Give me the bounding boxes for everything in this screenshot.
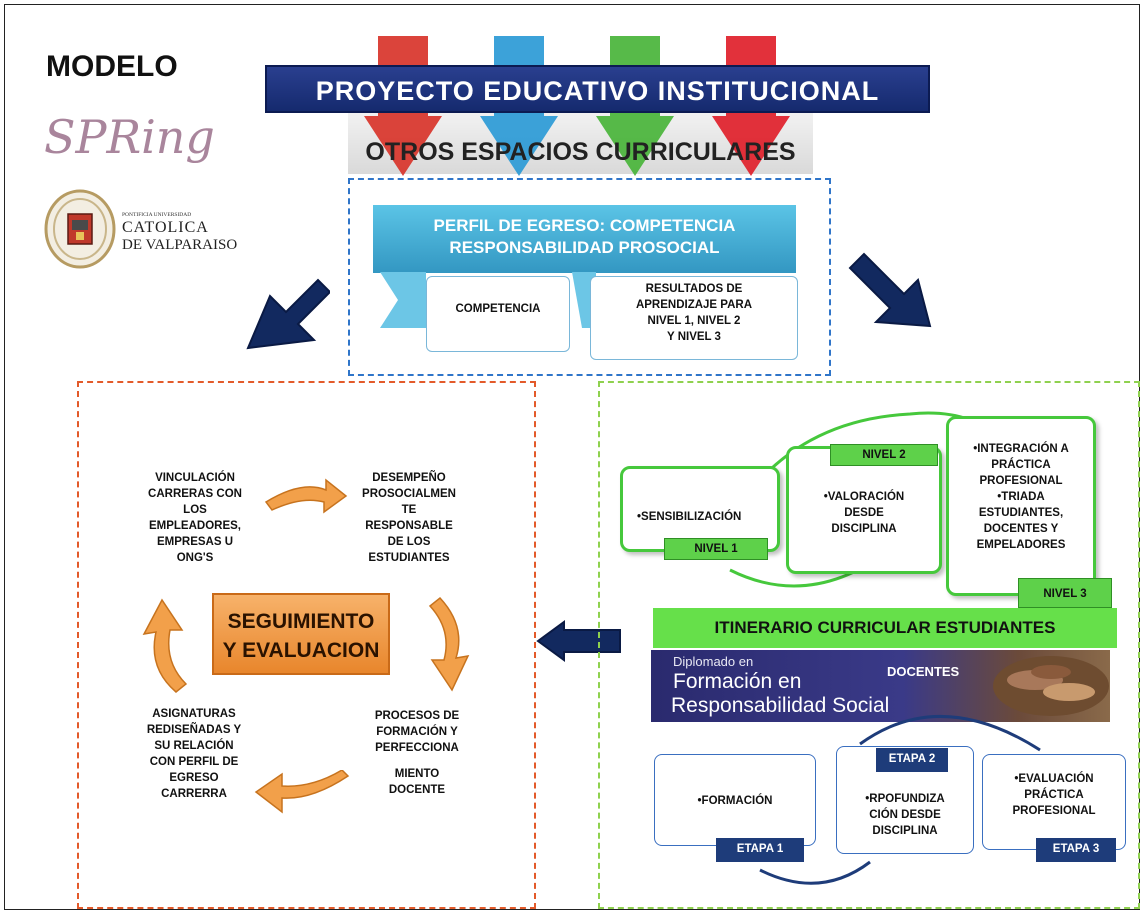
- valoracion-line: DESDE: [844, 507, 884, 519]
- pei-banner: PROYECTO EDUCATIVO INSTITUCIONAL: [265, 65, 930, 113]
- perfil-title-line2: RESPONSABILIDAD PROSOCIAL: [449, 238, 720, 257]
- competencia-card: COMPETENCIA: [426, 276, 570, 352]
- diplomado-banner: Diplomado en Formación en Responsabilida…: [651, 650, 1110, 722]
- cycle-text-line: RESPONSABLE: [365, 520, 453, 532]
- resultados-line: APRENDIZAJE PARA: [635, 299, 753, 311]
- cycle-text-line: EMPLEADORES,: [148, 520, 241, 532]
- seguimiento-box: [77, 381, 536, 909]
- docentes-label: DOCENTES: [887, 664, 960, 679]
- formacion-item-text: •FORMACIÓN: [697, 795, 773, 807]
- cycle-text-line: ESTUDIANTES: [368, 552, 450, 564]
- cycle-text-line: REDISEÑADAS Y: [146, 724, 242, 736]
- seguimiento-evaluacion-box: SEGUIMIENTO Y EVALUACION: [212, 593, 390, 675]
- resultados-line: NIVEL 1, NIVEL 2: [647, 315, 741, 327]
- cycle-text-line: CON PERFIL DE: [149, 756, 239, 768]
- evaluacion-line: PRÁCTICA: [1024, 789, 1084, 801]
- resultados-line: RESULTADOS DE: [645, 283, 743, 295]
- etapa2-tag: ETAPA 2: [876, 748, 948, 772]
- cycle-arrow-right-icon: [264, 478, 348, 514]
- cycle-text-line: VINCULACIÓN: [155, 472, 235, 484]
- cycle-text-line: EMPRESAS U: [156, 536, 234, 548]
- cycle-text-line: FORMACIÓN Y: [376, 726, 458, 738]
- cycle-text-line: EGRESO: [169, 772, 219, 784]
- cycle-text-line: PROCESOS DE: [374, 710, 460, 722]
- evaluacion-line: PROFESIONAL: [1012, 805, 1096, 817]
- hands-photo-icon: [993, 656, 1109, 716]
- itinerario-title: ITINERARIO CURRICULAR ESTUDIANTES: [653, 608, 1117, 648]
- arrow-down-left-icon: [246, 278, 330, 350]
- uni-line2: DE VALPARAISO: [122, 237, 238, 253]
- cycle-arrow-left-icon: [254, 770, 350, 814]
- cycle-asignaturas: ASIGNATURAS REDISEÑADAS Y SU RELACIÓN CO…: [126, 706, 262, 802]
- cycle-text-line: PERFECCIONA: [375, 742, 459, 754]
- integracion-line: PRÁCTICA: [991, 459, 1051, 471]
- itinerario-box: [598, 381, 1140, 909]
- perfil-title-line1: PERFIL DE EGRESO: COMPETENCIA: [433, 216, 736, 235]
- modelo-label: MODELO: [46, 50, 178, 83]
- integracion-line: ESTUDIANTES,: [978, 507, 1064, 519]
- evaluacion-line: •EVALUACIÓN: [1014, 773, 1094, 785]
- diplomado-label: Diplomado en: [673, 654, 754, 669]
- integracion-line: PROFESIONAL: [979, 475, 1063, 487]
- cycle-text-line: SU RELACIÓN: [154, 740, 234, 752]
- nivel2-tag: NIVEL 2: [830, 444, 938, 466]
- etapa3-card: •EVALUACIÓN PRÁCTICA PROFESIONAL: [982, 754, 1126, 850]
- cycle-text-line: CARRERAS CON: [148, 488, 242, 500]
- profundizacion-line: DISCIPLINA: [872, 825, 938, 837]
- sensibilizacion-text: •SENSIBILIZACIÓN: [637, 511, 742, 523]
- cycle-arrow-up-icon: [142, 598, 188, 693]
- perfil-egreso-banner: PERFIL DE EGRESO: COMPETENCIA RESPONSABI…: [373, 205, 796, 273]
- valoracion-line: DISCIPLINA: [831, 523, 897, 535]
- university-seal-icon: [44, 189, 116, 269]
- nivel1-tag: NIVEL 1: [664, 538, 768, 560]
- integracion-line: •INTEGRACIÓN A: [973, 443, 1069, 455]
- profundizacion-line: •RPOFUNDIZA: [865, 793, 945, 805]
- profundizacion-line: CIÓN DESDE: [869, 809, 941, 821]
- cycle-text-line: PROSOCIALMEN: [362, 488, 456, 500]
- seguimiento-line2: Y EVALUACION: [222, 639, 380, 662]
- etapas-connector: [759, 714, 1041, 885]
- spring-logo: SPRing: [44, 110, 215, 164]
- uni-small: PONTIFICIA UNIVERSIDAD: [122, 212, 192, 218]
- cycle-text-line: LOS: [183, 504, 207, 516]
- formacion-label: Formación en: [673, 670, 802, 693]
- etapa3-tag: ETAPA 3: [1036, 838, 1116, 862]
- nivel3-card: •INTEGRACIÓN A PRÁCTICA PROFESIONAL •TRI…: [946, 416, 1096, 596]
- cycle-vinculacion: VINCULACIÓN CARRERAS CON LOS EMPLEADORES…: [130, 470, 260, 566]
- resultados-card: RESULTADOS DE APRENDIZAJE PARA NIVEL 1, …: [590, 276, 798, 360]
- cycle-text-line: DOCENTE: [388, 784, 446, 796]
- cycle-procesos: PROCESOS DE FORMACIÓN Y PERFECCIONA MIEN…: [352, 708, 482, 798]
- etapa1-tag: ETAPA 1: [716, 838, 804, 862]
- cycle-text-line: ASIGNATURAS: [152, 708, 236, 720]
- integracion-line: EMPELADORES: [976, 539, 1066, 551]
- cycle-arrow-down-icon: [428, 596, 470, 692]
- integracion-line: •TRIADA: [997, 491, 1045, 503]
- seguimiento-line1: SEGUIMIENTO: [227, 610, 375, 633]
- uni-line1: CATOLICA: [122, 219, 209, 236]
- cycle-text-line: DE LOS: [387, 536, 431, 548]
- cycle-text-line: TE: [401, 504, 417, 516]
- integracion-line: DOCENTES Y: [983, 523, 1059, 535]
- nivel3-tag: NIVEL 3: [1018, 578, 1112, 608]
- valoracion-line: •VALORACIÓN: [823, 491, 905, 503]
- arrow-down-right-icon: [848, 252, 932, 328]
- resultados-line: Y NIVEL 3: [667, 331, 721, 343]
- otros-espacios-label: OTROS ESPACIOS CURRICULARES: [365, 138, 796, 166]
- responsabilidad-label: Responsabilidad Social: [671, 694, 890, 717]
- cycle-text-line: ONG'S: [176, 552, 214, 564]
- etapa1-card: •FORMACIÓN: [654, 754, 816, 846]
- ribbon-fold: [380, 272, 426, 328]
- cycle-text-line: MIENTO: [394, 768, 440, 780]
- competencia-label: COMPETENCIA: [455, 303, 541, 315]
- cycle-text-line: DESEMPEÑO: [372, 472, 446, 484]
- cycle-desempeno: DESEMPEÑO PROSOCIALMEN TE RESPONSABLE DE…: [344, 470, 474, 566]
- cycle-text-line: CARRERRA: [161, 788, 227, 800]
- perfil-egreso-box: [348, 178, 831, 376]
